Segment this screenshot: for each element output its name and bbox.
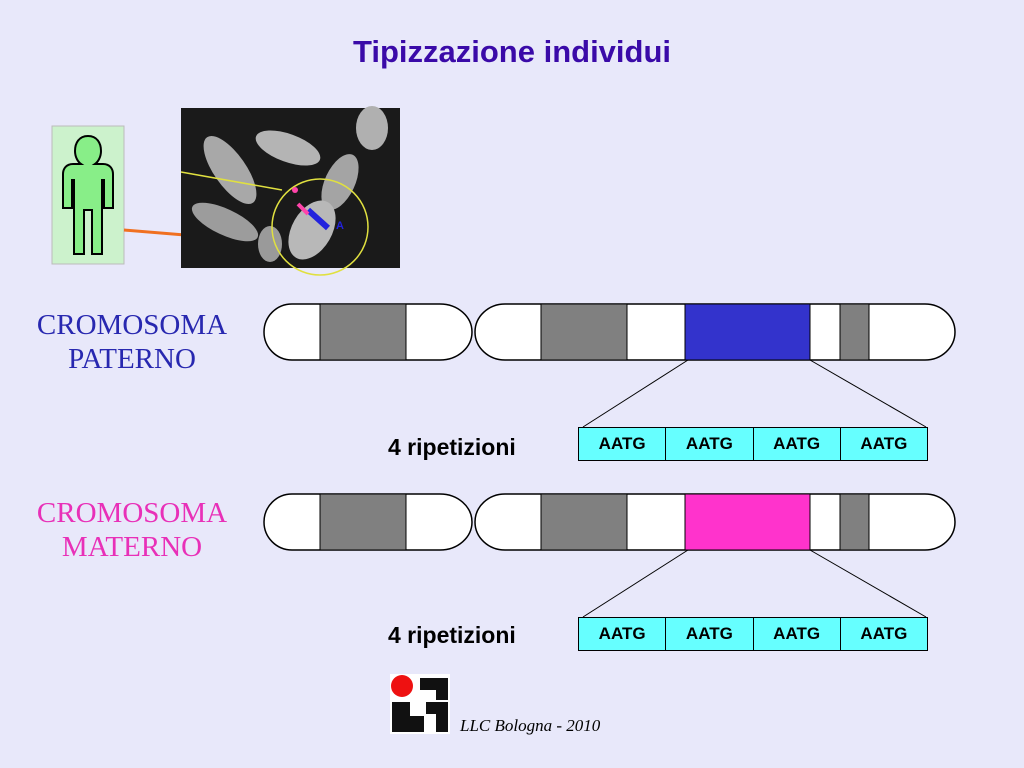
paternal-repeat-sequence: AATG AATG AATG AATG bbox=[578, 427, 928, 461]
highlight-circle bbox=[271, 178, 369, 276]
paternal-band-3 bbox=[839, 303, 870, 361]
maternal-chromosome bbox=[263, 493, 956, 618]
maternal-label-line-2: MATERNO bbox=[61, 531, 203, 563]
person-icon bbox=[62, 134, 114, 255]
maternal-repeat-sequence: AATG AATG AATG AATG bbox=[578, 617, 928, 651]
repeat-unit: AATG bbox=[666, 618, 754, 650]
repeat-unit: AATG bbox=[860, 434, 908, 453]
person-figure bbox=[51, 125, 125, 265]
paternal-band-2 bbox=[540, 303, 628, 361]
paternal-chromosome-label: CROMOSOMA PATERNO bbox=[2, 308, 262, 376]
repeat-unit: AATG bbox=[754, 428, 841, 460]
blue-locus-marker bbox=[305, 207, 331, 231]
paternal-label-line-1: CROMOSOMA bbox=[36, 309, 228, 341]
logo-red-dot bbox=[391, 675, 413, 697]
paternal-label-line-2: PATERNO bbox=[68, 343, 196, 375]
maternal-chromosome-label: CROMOSOMA MATERNO bbox=[2, 496, 262, 564]
marker-label-a-upper: A bbox=[336, 220, 344, 232]
repeat-unit: AATG bbox=[754, 618, 841, 650]
chromosome-micrograph: A bbox=[180, 106, 400, 276]
maternal-str-locus bbox=[684, 493, 811, 551]
maternal-label-line-1: CROMOSOMA bbox=[36, 497, 228, 529]
maternal-repeat-count-label: 4 ripetizioni bbox=[388, 622, 516, 648]
repeat-unit: AATG bbox=[579, 618, 667, 650]
repeat-unit: AATG bbox=[860, 624, 908, 643]
paternal-repeat-count-label: 4 ripetizioni bbox=[388, 434, 516, 460]
credit-text: LLC Bologna - 2010 bbox=[460, 716, 601, 735]
institution-logo bbox=[390, 674, 450, 734]
repeat-unit: AATG bbox=[579, 428, 667, 460]
repeat-unit: AATG bbox=[666, 428, 754, 460]
page-title: Tipizzazione individui bbox=[352, 34, 672, 69]
maternal-band-2 bbox=[540, 493, 628, 551]
pink-locus-marker bbox=[296, 202, 310, 216]
maternal-band-3 bbox=[839, 493, 870, 551]
paternal-str-locus bbox=[684, 303, 811, 361]
paternal-chromosome bbox=[263, 303, 956, 428]
paternal-band-1 bbox=[319, 303, 407, 361]
maternal-band-1 bbox=[319, 493, 407, 551]
